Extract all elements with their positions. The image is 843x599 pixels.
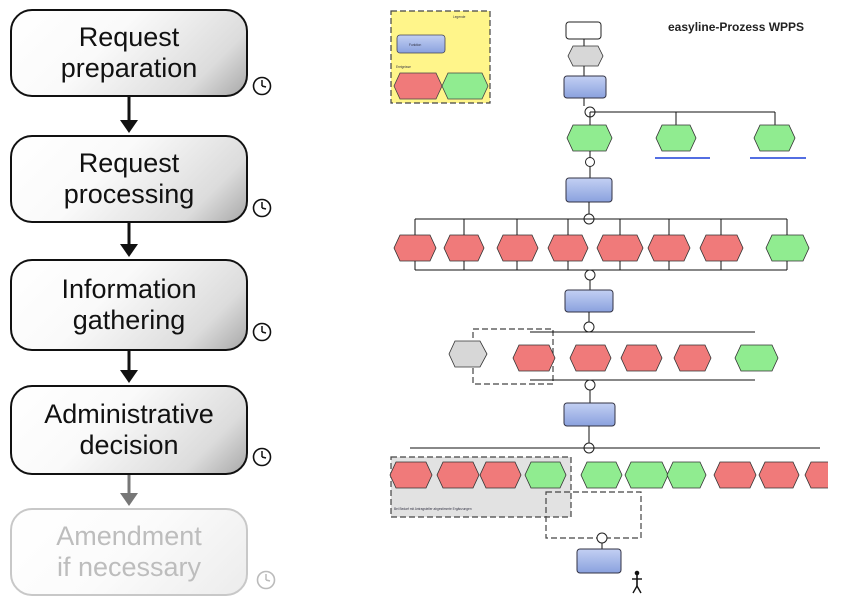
diagram-title: easyline-Prozess WPPS [668, 20, 805, 34]
step-request-preparation[interactable]: Request preparation [10, 9, 248, 97]
function-verwaltungsentscheidung [563, 402, 616, 427]
step-request-processing[interactable]: Request processing [10, 135, 248, 223]
step-amendment[interactable]: Amendment if necessary [10, 508, 248, 596]
function-aenderung [576, 548, 622, 574]
clock-icon [256, 570, 276, 590]
legend-header: Legende [453, 15, 466, 19]
step-label-line1: Request [78, 148, 180, 178]
person-icon [632, 570, 642, 594]
function-antragsvorbereitung [563, 75, 607, 99]
left-connectors [120, 97, 138, 506]
step-label-line2: decision [79, 430, 179, 460]
amendment-note: Bei Bedarf mit Antragsteller abgestimmte… [394, 507, 472, 511]
start-document [565, 21, 602, 40]
step-information-gathering[interactable]: Information gathering [10, 259, 248, 351]
step-label-line2: if necessary [56, 552, 202, 582]
step-label-line1: Information [61, 274, 197, 304]
step-label-line2: preparation [60, 53, 198, 83]
legend-events-label: Ereignisse [396, 65, 411, 69]
step-label-line2: processing [63, 179, 195, 209]
step-label-line1: Administrative [44, 399, 214, 429]
legend-function-label: Funktion [409, 43, 421, 47]
epc-diagram: Legende Funktion Ereignisse [389, 10, 828, 594]
step-label-line1: Amendment [56, 521, 202, 551]
clock-icon [252, 198, 272, 218]
function-auskunftseinholung [564, 289, 614, 313]
clock-icon [252, 447, 272, 467]
legend-event-green [441, 72, 489, 100]
arrow-1 [120, 97, 138, 133]
arrow-4 [120, 475, 138, 506]
arrow-3 [120, 351, 138, 383]
arrow-2 [120, 223, 138, 257]
legend: Legende Funktion Ereignisse [390, 10, 491, 104]
legend-function-shape [396, 34, 446, 54]
step-label-line2: gathering [72, 305, 186, 335]
clock-icon [252, 76, 272, 96]
start-event [567, 45, 604, 67]
legend-event-red [393, 72, 443, 100]
clock-icon [252, 322, 272, 342]
function-antragsbearbeitung [565, 177, 613, 203]
step-administrative-decision[interactable]: Administrative decision [10, 385, 248, 475]
step-label-line1: Request [78, 22, 180, 52]
